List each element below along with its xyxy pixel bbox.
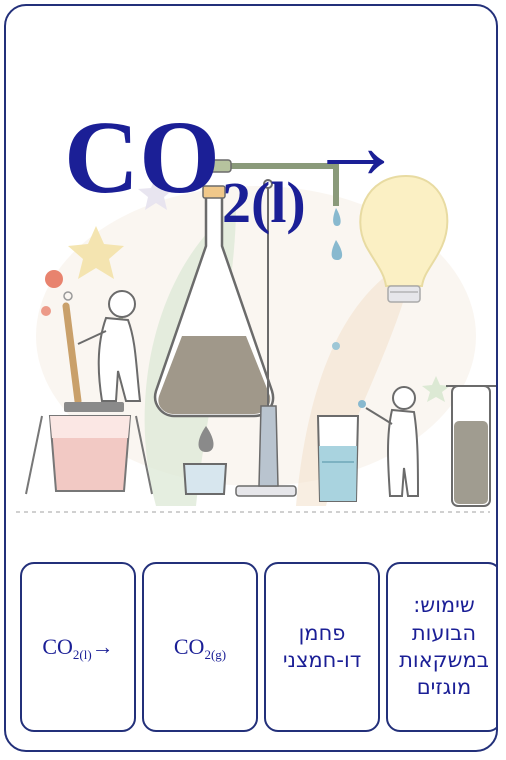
laboratory-illustration xyxy=(16,159,496,513)
scientist-icon xyxy=(77,290,142,402)
option-line: פחמן xyxy=(298,620,346,645)
option-formula-base: CO xyxy=(42,634,73,659)
formula-base: CO xyxy=(64,100,220,215)
option-line: הבועות xyxy=(411,620,477,645)
option-co2-gas[interactable]: CO2(g) xyxy=(142,562,258,732)
option-formula-base: CO xyxy=(173,634,205,659)
answer-options: CO2(l)→ CO2(g) פחמן דו-חמצני שימוש: הבוע… xyxy=(20,562,496,734)
option-line: שימוש: xyxy=(413,593,475,618)
lightbulb-icon xyxy=(359,174,449,303)
flask-icon xyxy=(153,159,343,418)
option-usage[interactable]: שימוש: הבועות במשקאות מוגזים xyxy=(386,562,496,732)
main-formula: CO2(l)→ xyxy=(64,98,404,232)
option-formula: CO2(g) xyxy=(173,634,227,662)
option-co2-liquid-arrow[interactable]: CO2(l)→ xyxy=(20,562,136,732)
formula-subscript: 2(l) xyxy=(222,170,306,235)
arrow-icon: → xyxy=(307,92,404,199)
option-formula-subscript: 2(g) xyxy=(204,647,227,662)
beaker-icon xyxy=(25,302,153,495)
option-carbon-dioxide[interactable]: פחמן דו-חמצני xyxy=(264,562,380,732)
test-tube-icon xyxy=(446,385,496,507)
option-formula: CO2(l)→ xyxy=(42,634,114,662)
option-line: במשקאות xyxy=(399,648,489,672)
option-line: מוגזים xyxy=(416,675,472,700)
beaker-icon xyxy=(316,415,360,502)
flash-card: CO2(l)→ CO2(l)→ CO2(g) פחמן דו-חמצני שימ… xyxy=(4,4,498,752)
scientist-icon xyxy=(358,386,420,497)
option-text: פחמן דו-חמצני xyxy=(279,620,365,675)
arrow-icon: → xyxy=(91,634,114,659)
option-text: שימוש: הבועות במשקאות מוגזים xyxy=(395,592,493,701)
option-formula-subscript: 2(l) xyxy=(72,647,92,662)
star-icon xyxy=(68,226,124,279)
option-line: דו-חמצני xyxy=(282,648,362,672)
